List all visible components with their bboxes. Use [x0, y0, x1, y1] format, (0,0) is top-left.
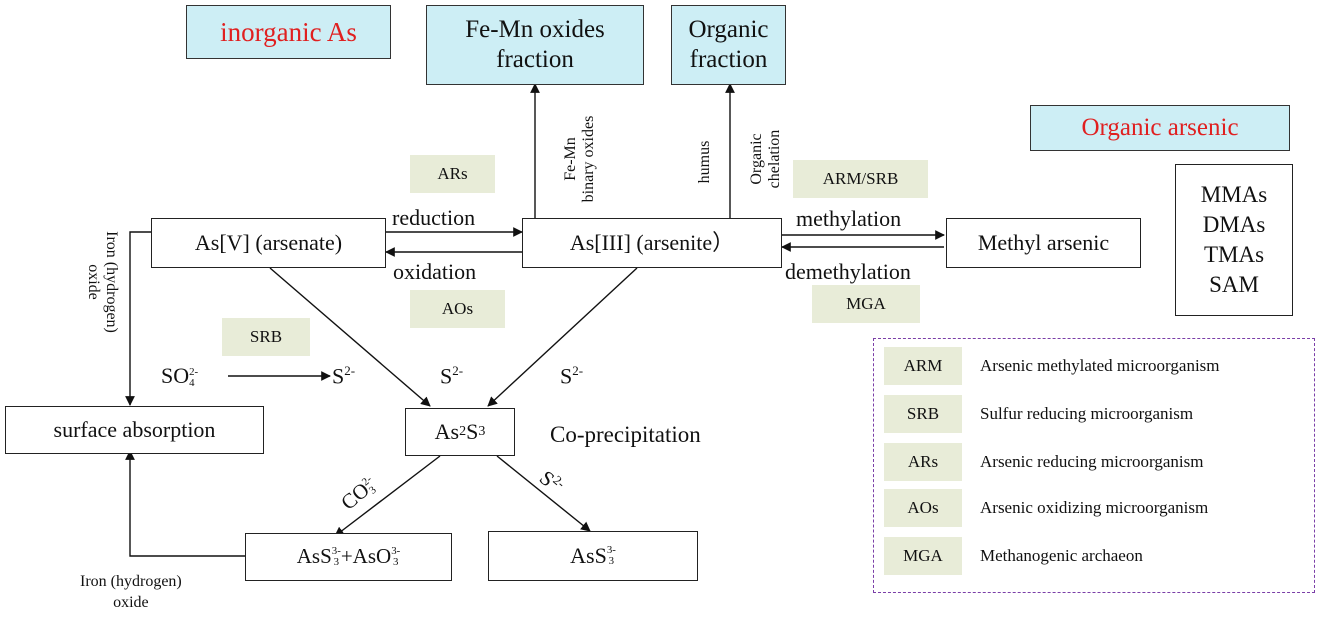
legend-desc-ars: Arsenic reducing microorganism: [980, 452, 1204, 471]
so4-sub: 4: [189, 376, 195, 389]
so4-base: SO: [161, 363, 190, 388]
species-tmas: TMAs: [1203, 242, 1265, 267]
inorganic-as-label: inorganic As: [220, 16, 357, 47]
femn-binary-line-2: binary oxides: [580, 115, 598, 203]
iron-left-line-2: oxide: [84, 264, 102, 300]
ars-tag: ARs: [410, 155, 495, 193]
legend-desc-arm: Arsenic methylated microorganism: [980, 356, 1220, 375]
asso-plus: +AsO: [340, 544, 392, 569]
femn-line-1: Fe-Mn oxides: [465, 16, 605, 43]
legend-abbr-arm: ARM: [884, 347, 962, 385]
femn-line-2: fraction: [496, 46, 574, 73]
legend-abbr-mga: MGA: [884, 537, 962, 575]
organic-arsenic-box: Organic arsenic: [1030, 105, 1290, 151]
mga-tag: MGA: [812, 285, 920, 323]
legend-abbr-ars: ARs: [884, 443, 962, 481]
aos-tag: AOs: [410, 290, 505, 328]
srb-tag: SRB: [222, 318, 310, 356]
legend-abbr-srb: SRB: [884, 395, 962, 433]
species-sam: SAM: [1209, 271, 1259, 297]
co3-arrow: [334, 455, 441, 537]
armsrb-tag: ARM/SRB: [793, 160, 928, 198]
legend-row-ars: ARs Arsenic reducing microorganism: [884, 443, 1304, 481]
organic-fraction-line-1: Organic: [688, 16, 769, 43]
inorganic-as-box: inorganic As: [186, 5, 391, 59]
femn-binary-line-1: Fe-Mn: [562, 137, 579, 181]
iron-left-arrow: [125, 231, 151, 406]
asso-a: AsS: [296, 544, 332, 569]
asso-b-sup: 3-: [391, 545, 401, 558]
asso-a-sup: 3-: [331, 545, 341, 558]
ass3-sub: 3: [608, 555, 615, 567]
legend-row-aos: AOs Arsenic oxidizing microorganism: [884, 489, 1304, 527]
s2-label-c: S2-: [560, 363, 584, 389]
humus-label: humus: [696, 140, 713, 184]
species-mmas: MMAs: [1200, 182, 1268, 208]
methyl-species-box: MMAs DMAs TMAs SAM: [1175, 164, 1293, 316]
surface-absorption-node: surface absorption: [5, 406, 264, 454]
as2s3-sub2: 3: [478, 423, 486, 439]
so4-sup: 2-: [189, 366, 199, 379]
ass3-base: AsS: [570, 542, 607, 568]
femn-binary-label: Fe-Mn binary oxides: [562, 99, 606, 219]
s2a-base: S: [332, 363, 345, 389]
as-iii-node: As[III] (arsenite）: [522, 218, 782, 268]
iron-oxide-left-label: Iron (hydrogen) oxide: [76, 212, 120, 352]
iron-bottom-arrow: [125, 450, 245, 557]
femn-fraction-box: Fe-Mn oxides fraction: [426, 5, 644, 85]
iron-oxide-bottom-label: Iron (hydrogen) oxide: [80, 572, 182, 614]
coprecipitation-label: Co-precipitation: [550, 422, 701, 447]
s2a-sup: 2-: [344, 363, 356, 378]
iron-bottom-line-2: oxide: [113, 593, 149, 611]
as2s3-as: As: [434, 418, 460, 444]
s2b-base: S: [440, 363, 453, 389]
organic-arsenic-label: Organic arsenic: [1081, 114, 1239, 141]
asso-a-sub: 3: [333, 556, 340, 568]
ass3-sup: 3-: [606, 544, 616, 557]
legend-box: ARM Arsenic methylated microorganism SRB…: [873, 338, 1315, 593]
methylation-label: methylation: [796, 206, 902, 231]
organic-chelation-label: Organic chelation: [748, 109, 792, 209]
legend-row-srb: SRB Sulfur reducing microorganism: [884, 395, 1304, 433]
organic-chelation-line-2: chelation: [766, 129, 784, 189]
s2-label-a: S2-: [332, 363, 356, 389]
iron-bottom-line-1: Iron (hydrogen): [80, 573, 182, 590]
legend-desc-mga: Methanogenic archaeon: [980, 546, 1143, 565]
legend-desc-srb: Sulfur reducing microorganism: [980, 404, 1194, 423]
as2s3-sub1: 2: [459, 423, 467, 439]
s2-diag-arrow: [496, 455, 591, 532]
methyl-arsenic-node: Methyl arsenic: [946, 218, 1141, 268]
as-v-node: As[V] (arsenate): [151, 218, 386, 268]
species-dmas: DMAs: [1202, 212, 1266, 238]
organic-chelation-line-1: Organic: [748, 133, 765, 185]
reduction-label: reduction: [392, 205, 476, 230]
legend-row-arm: ARM Arsenic methylated microorganism: [884, 347, 1304, 385]
s2c-sup: 2-: [572, 363, 584, 378]
asso-b-sub: 3: [392, 556, 399, 568]
legend-abbr-aos: AOs: [884, 489, 962, 527]
legend-row-mga: MGA Methanogenic archaeon: [884, 537, 1304, 575]
s2b-sup: 2-: [452, 363, 464, 378]
iron-left-line-1: Iron (hydrogen): [103, 231, 120, 333]
organic-fraction-line-2: fraction: [689, 46, 768, 73]
s2-label-b: S2-: [440, 363, 464, 389]
as2s3-s: S: [466, 418, 479, 444]
oxidation-label: oxidation: [393, 259, 477, 284]
demethylation-label: demethylation: [785, 259, 911, 284]
organic-fraction-box: Organic fraction: [671, 5, 786, 85]
legend-desc-aos: Arsenic oxidizing microorganism: [980, 498, 1209, 517]
asv-to-as2s3-arrow: [269, 267, 431, 407]
s2c-base: S: [560, 363, 573, 389]
asiii-to-as2s3-arrow: [487, 267, 638, 407]
